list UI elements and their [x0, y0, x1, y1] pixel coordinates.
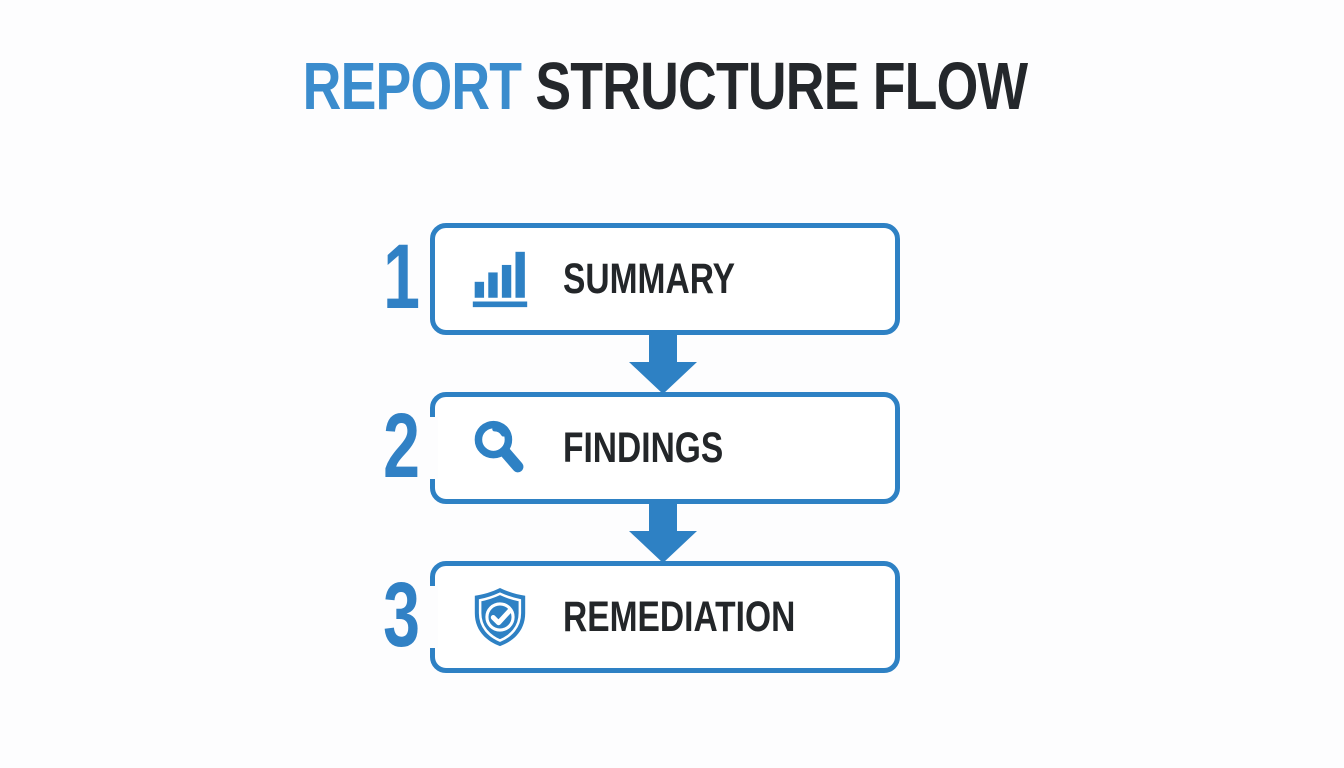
step-1-label: SUMMARY: [563, 254, 736, 303]
step-3-label: REMEDIATION: [563, 592, 796, 641]
step-1-number: 1: [383, 226, 420, 328]
page-title: REPORT STRUCTURE FLOW: [133, 48, 1197, 125]
border-notch: [428, 417, 438, 479]
page-title-rest: STRUCTURE FLOW: [521, 49, 1028, 124]
step-2-label: FINDINGS: [563, 423, 724, 472]
magnifier-icon: [469, 417, 531, 479]
step-2-number: 2: [383, 395, 420, 497]
step-3-number: 3: [383, 564, 420, 666]
step-1-box-summary: SUMMARY: [430, 223, 900, 335]
arrow-down-icon: [629, 332, 697, 394]
border-notch: [428, 586, 438, 648]
step-2-box-findings: FINDINGS: [428, 392, 900, 504]
step-3-box-remediation: REMEDIATION: [428, 561, 900, 673]
arrow-down-icon: [629, 501, 697, 563]
page-title-highlight: REPORT: [302, 49, 522, 124]
bar-chart-icon: [469, 248, 531, 310]
shield-check-icon: [469, 586, 531, 648]
